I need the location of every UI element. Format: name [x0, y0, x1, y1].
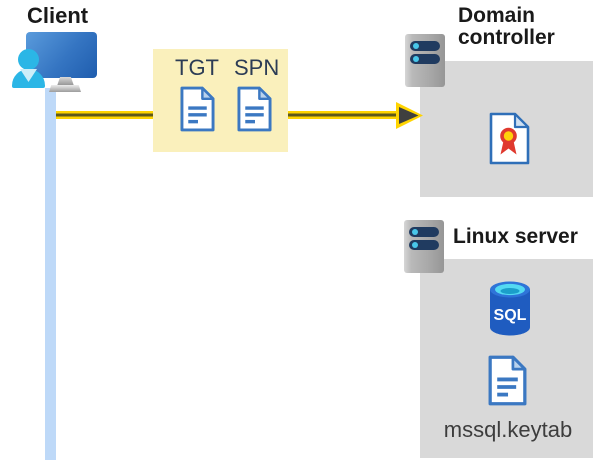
monitor-stand-base-icon [49, 85, 81, 92]
keytab-label: mssql.keytab [443, 417, 573, 442]
request-arrow-head-icon [396, 102, 423, 129]
tgt-document-icon [180, 86, 215, 132]
server-slot-icon [410, 54, 440, 64]
keytab-document-icon [488, 355, 527, 406]
server-slot-icon [410, 41, 440, 51]
client-timeline-bar [45, 88, 56, 460]
ticket-box: TGT SPN [153, 49, 288, 152]
linux-server-title: Linux server [453, 225, 578, 248]
sql-badge-text: SQL [494, 307, 527, 324]
domain-controller-server-icon [405, 34, 445, 87]
server-slot-icon [409, 240, 439, 250]
client-label: Client [27, 3, 89, 28]
monitor-stand-icon [57, 77, 74, 86]
domain-controller-title: Domain controller [458, 4, 555, 49]
server-slot-icon [409, 227, 439, 237]
spn-document-icon [237, 86, 272, 132]
certificate-icon [489, 112, 530, 165]
linux-server-icon [404, 220, 444, 273]
spn-label: SPN [234, 55, 280, 80]
tgt-label: TGT [175, 55, 219, 80]
user-icon [18, 49, 39, 70]
sql-database-icon: SQL [490, 281, 530, 336]
